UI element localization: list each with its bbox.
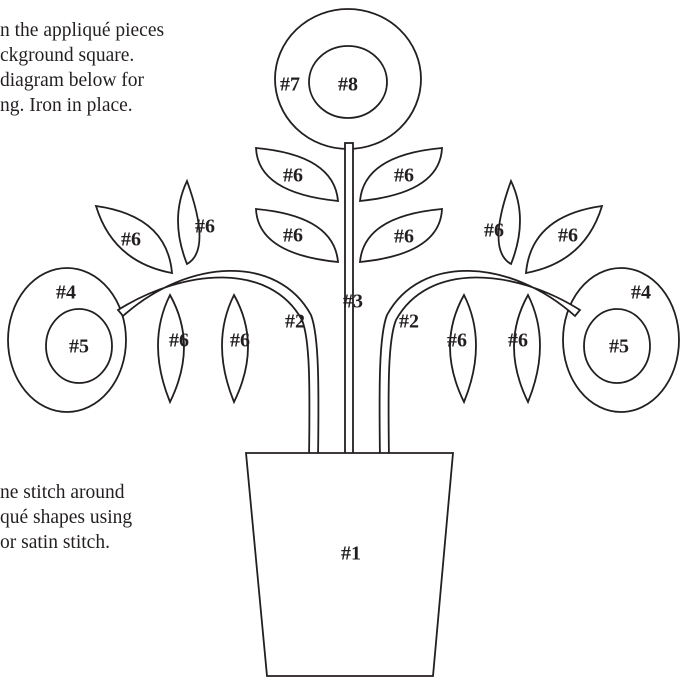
right-inner-circle — [583, 308, 651, 384]
leaf — [157, 293, 185, 405]
instruction-line: diagram below for — [0, 70, 145, 91]
leaf — [497, 178, 521, 266]
label-leaf: #6 — [169, 330, 189, 352]
instruction-line: ne stitch around — [0, 482, 125, 503]
leaf — [449, 293, 477, 405]
label-leaf: #6 — [558, 225, 578, 247]
label-leaf: #6 — [484, 220, 504, 242]
instruction-line: ng. Iron in place. — [0, 95, 133, 116]
leaf — [221, 293, 249, 405]
right-stem — [378, 269, 582, 461]
leaf — [359, 147, 443, 203]
leaf — [255, 208, 339, 264]
top-flower-inner-circle — [308, 45, 388, 119]
label-left-inner: #5 — [69, 336, 89, 358]
label-leaf: #6 — [394, 226, 414, 248]
label-leaf: #6 — [447, 330, 467, 352]
leaf — [513, 293, 541, 405]
label-leaf: #6 — [508, 330, 528, 352]
flower-pot — [245, 452, 454, 677]
positioning-instructions: n the appliqué pieces ckground square. d… — [0, 18, 164, 118]
instruction-line: n the appliqué pieces — [0, 20, 165, 41]
leaf — [359, 208, 443, 264]
label-top-flower-outer: #7 — [280, 74, 300, 96]
label-top-flower-inner: #8 — [338, 74, 358, 96]
label-left-outer: #4 — [56, 282, 76, 304]
leaf — [524, 204, 604, 275]
label-leaf: #6 — [394, 165, 414, 187]
label-left-stem: #2 — [285, 311, 305, 333]
label-leaf: #6 — [283, 225, 303, 247]
label-leaf: #6 — [121, 229, 141, 251]
left-stem — [116, 269, 320, 461]
label-leaf: #6 — [283, 165, 303, 187]
instruction-line: ckground square. — [0, 45, 135, 66]
label-center-stem: #3 — [343, 291, 363, 313]
leaf — [94, 204, 174, 275]
stitching-instructions: ne stitch around qué shapes using or sat… — [0, 480, 132, 555]
instruction-line: or satin stitch. — [0, 532, 110, 553]
leaf — [255, 147, 339, 203]
label-pot: #1 — [341, 543, 361, 565]
leaf — [177, 178, 201, 266]
label-right-stem: #2 — [399, 311, 419, 333]
label-leaf: #6 — [230, 330, 250, 352]
instruction-line: qué shapes using — [0, 507, 133, 528]
label-right-outer: #4 — [631, 282, 651, 304]
label-right-inner: #5 — [609, 336, 629, 358]
label-leaf: #6 — [195, 216, 215, 238]
left-inner-circle — [45, 308, 113, 384]
